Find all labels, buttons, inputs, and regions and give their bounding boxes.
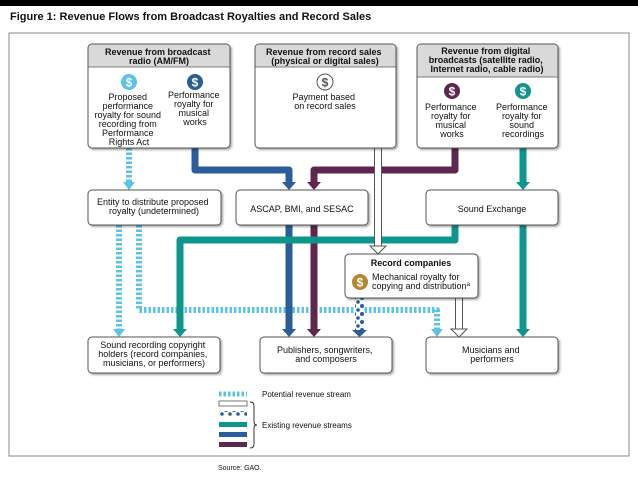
digital-item-sound: Performance royalty for sound recordings <box>496 102 550 139</box>
entity-box <box>87 189 222 226</box>
legend-swatch-teal <box>219 422 247 427</box>
dollar-icon: $ <box>187 74 203 90</box>
broadcast-title: Revenue from broadcast radio (AM/FM) <box>105 47 213 66</box>
arrow-blue-broadcast-to-ascap <box>191 148 293 184</box>
arrow-teal-soundexchange-to-holders <box>176 225 459 331</box>
musicians-box <box>425 336 559 374</box>
broadcast-item-proposed: Proposed performance royalty for sound r… <box>94 92 163 147</box>
arrow-mixed-recordco-to-publishers <box>355 298 364 332</box>
legend-swatch-blue <box>219 432 247 437</box>
dollar-icon: $ <box>444 83 460 99</box>
copyright-holders-box <box>87 336 221 374</box>
svg-text:$: $ <box>192 76 199 90</box>
svg-text:$: $ <box>322 76 329 90</box>
ascap-box <box>235 189 369 226</box>
figure-frame <box>8 32 630 457</box>
source-note: Source: GAO. <box>218 465 262 472</box>
footnote-marker: a <box>467 282 471 288</box>
copyright-holders-label: Sound recording copyright holders (recor… <box>98 340 210 368</box>
legend-swatch-white <box>218 400 248 407</box>
record-companies-desc: Mechanical royalty for copying and distr… <box>372 272 471 291</box>
legend: Potential revenue stream Existing revenu… <box>218 390 352 449</box>
svg-text:$: $ <box>357 276 364 290</box>
flow-arrows <box>116 148 527 332</box>
legend-swatch-purple <box>219 442 247 447</box>
dollar-icon: $ <box>316 73 334 91</box>
sound-exchange-label: Sound Exchange <box>458 204 527 214</box>
musicians-label: Musicians and performers <box>462 345 522 364</box>
digital-title: Revenue from digital broadcasts (satelli… <box>429 46 546 74</box>
legend-existing-label: Existing revenue streams <box>262 421 352 430</box>
publishers-label: Publishers, songwriters, and composers <box>277 345 375 364</box>
record-companies-box <box>344 253 479 299</box>
dollar-icon: $ <box>352 274 368 290</box>
broadcast-item-performance: Performance royalty for musical works <box>168 90 222 127</box>
digital-item-musical: Performance royalty for musical works <box>425 102 479 139</box>
svg-text:$: $ <box>520 85 527 99</box>
legend-swatch-mixed <box>219 411 247 416</box>
source-box-broadcast <box>87 43 231 149</box>
figure-title: Figure 1: Revenue Flows from Broadcast R… <box>10 11 371 23</box>
arrowheads <box>113 182 530 338</box>
dollar-icon: $ <box>121 74 137 90</box>
source-box-record-sales <box>254 43 397 149</box>
record-companies-title: Record companies <box>371 258 452 268</box>
record-sales-title: Revenue from record sales (physical or d… <box>266 47 384 66</box>
ascap-label: ASCAP, BMI, and SESAC <box>250 204 354 214</box>
dollar-icon: $ <box>515 83 531 99</box>
top-rule <box>0 0 638 6</box>
legend-potential-label: Potential revenue stream <box>262 390 351 399</box>
svg-text:$: $ <box>126 76 133 90</box>
record-sales-item: Payment based on record sales <box>292 92 357 111</box>
sound-exchange-box <box>425 189 559 226</box>
svg-text:$: $ <box>449 85 456 99</box>
arrow-purple-digital-to-ascap <box>310 148 459 184</box>
publishers-box <box>259 336 393 374</box>
legend-brace <box>249 401 258 449</box>
entity-label: Entity to distribute proposed royalty (u… <box>97 197 211 216</box>
